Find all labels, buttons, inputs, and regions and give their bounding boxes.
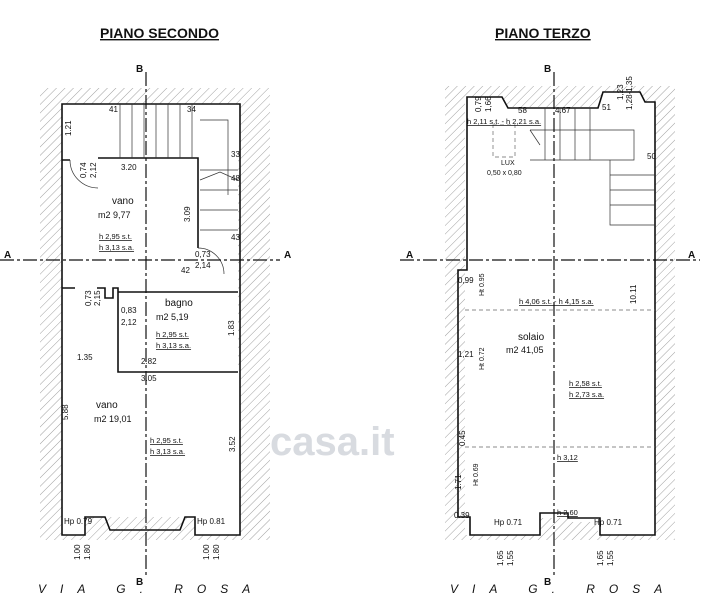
dim-label: 58: [518, 106, 527, 115]
dim-label: 10.11: [629, 284, 638, 304]
dim-label: 3.05: [141, 374, 157, 383]
plan-title: PIANO SECONDO: [100, 25, 219, 41]
street-name: VIA G. ROSA: [450, 582, 676, 596]
section-label-b-top: B: [136, 64, 143, 75]
dim-label: 41: [109, 105, 118, 114]
dim-label: Ht 0.95: [479, 273, 486, 296]
room-area: m2 41,05: [506, 345, 544, 355]
skylight-size: 0,50 x 0,80: [487, 170, 522, 177]
skylight-label: LUX: [501, 160, 515, 167]
dim-label: 48: [231, 174, 240, 183]
dim-label: 1.00: [202, 544, 211, 560]
plan-piano-terzo: PIANO TERZO B B A A 0,79 1,66 58 4.67 51…: [400, 25, 700, 596]
height-label: h 3,13 s.a.: [150, 447, 185, 456]
height-label: h 2,73 s.a.: [569, 390, 604, 399]
plan-piano-secondo: PIANO SECONDO B B A A 41 34 1.21 0,74 2,…: [0, 25, 291, 596]
dim-label: Ht 0.69: [473, 463, 480, 486]
dim-label: 2.82: [141, 357, 157, 366]
outer-wall: [61, 103, 241, 536]
section-label-a-left: A: [4, 250, 11, 261]
dim-label: 0,73: [195, 250, 211, 259]
dim-label: 4.67: [555, 106, 571, 115]
dim-label: 0,74: [79, 162, 88, 178]
dim-label: 0.45: [458, 430, 467, 446]
dim-label: Hp 0.71: [494, 518, 523, 527]
dim-label: 1,55: [506, 550, 515, 566]
dim-label: Hp 0.71: [594, 518, 623, 527]
dim-label: 51: [602, 103, 611, 112]
dim-label: 43: [231, 233, 240, 242]
section-label-b-bottom: B: [544, 577, 551, 588]
dim-label: 1.35: [77, 353, 93, 362]
room-area: m2 9,77: [98, 210, 131, 220]
dim-label: Hp 0.79: [64, 517, 93, 526]
height-label: h 2,11 s.t. - h 2,21 s.a.: [467, 117, 541, 126]
dim-label: 33: [231, 150, 240, 159]
dim-label: 2,14: [195, 261, 211, 270]
dim-label: 50: [647, 152, 656, 161]
plan-title: PIANO TERZO: [495, 25, 591, 41]
dim-label: 1.80: [212, 544, 221, 560]
dim-label: 3.09: [183, 206, 192, 222]
dim-label: 1.80: [83, 544, 92, 560]
dim-label: Hp 0.81: [197, 517, 226, 526]
outer-wall: [457, 91, 656, 536]
room-name: vano: [112, 196, 134, 207]
room-area: m2 5,19: [156, 312, 189, 322]
dim-label: 1,28-1,35: [625, 76, 634, 110]
room-name: bagno: [165, 298, 193, 309]
dim-label: 0,73: [84, 290, 93, 306]
dim-label: 1,65: [596, 550, 605, 566]
skylight-outline: [492, 124, 516, 158]
height-label: h 2,95 s.t.: [99, 232, 132, 241]
room-name: vano: [96, 400, 118, 411]
dim-label: 1,21: [458, 350, 474, 359]
vano-wall: [62, 157, 238, 373]
room-name: solaio: [518, 332, 545, 343]
room-area: m2 19,01: [94, 414, 132, 424]
door-swing: [69, 159, 225, 275]
dim-label: 1.21: [64, 120, 73, 136]
section-label-b-bottom: B: [136, 577, 143, 588]
dim-label: 2,12: [121, 318, 137, 327]
dim-label: 5.88: [61, 404, 70, 420]
staircase: [529, 108, 655, 226]
height-label: h 3,13 s.a.: [156, 341, 191, 350]
dim-label: Ht 0.72: [479, 347, 486, 370]
dim-label: 42: [181, 266, 190, 275]
dim-label: 1,55: [606, 550, 615, 566]
dim-label: 1,65: [496, 550, 505, 566]
dim-label: 0,83: [121, 306, 137, 315]
height-label: h 2,58 s.t.: [569, 379, 602, 388]
dim-label: 2,12: [89, 162, 98, 178]
hatched-walls: [40, 88, 270, 540]
height-label: h 2.60: [557, 508, 578, 517]
height-label: h 4,06 s.t. - h 4,15 s.a.: [519, 297, 594, 306]
dim-label: 1.00: [73, 544, 82, 560]
dim-label: 1,23: [616, 84, 625, 100]
height-label: h 2,95 s.t.: [156, 330, 189, 339]
dim-label: 34: [187, 105, 196, 114]
watermark-logo: casa.it: [270, 420, 395, 464]
dim-label: 3.52: [228, 436, 237, 452]
dim-label: 3.20: [121, 163, 137, 172]
dim-label: 1.83: [227, 320, 236, 336]
dim-label: 1,66: [484, 96, 493, 112]
dim-label: 0.39: [454, 511, 470, 520]
section-label-a-left: A: [406, 250, 413, 261]
dim-label: 1.71: [454, 474, 463, 490]
dim-label: 2,15: [93, 290, 102, 306]
height-label: h 3,13 s.a.: [99, 243, 134, 252]
height-label: h 3,12: [557, 453, 578, 462]
street-name: VIA G. ROSA: [38, 582, 264, 596]
section-label-a-right: A: [284, 250, 291, 261]
dim-label: 0,79: [474, 96, 483, 112]
dim-label: 0,99: [458, 276, 474, 285]
section-label-a-right: A: [688, 250, 695, 261]
height-label: h 2,95 s.t.: [150, 436, 183, 445]
section-label-b-top: B: [544, 64, 551, 75]
staircase: [119, 104, 239, 231]
